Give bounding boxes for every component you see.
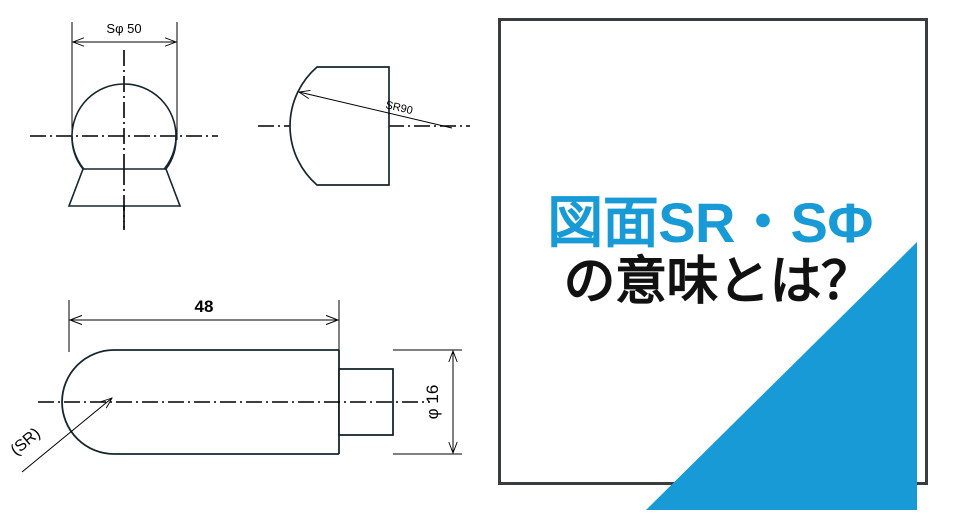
sphere-arc-lower-left [71,135,84,170]
title-text-block: 図面SR・SΦ の意味とは？ [498,18,928,485]
title-card: 図面SR・SΦ の意味とは？ [490,0,963,518]
view-pin-side: 48 (SR) φ 16 [8,297,462,473]
sphere-arc-lower-right [165,135,177,170]
heading-line-2: の意味とは？ [563,252,873,311]
heading-line-1: 図面SR・SΦ [547,191,873,255]
technical-drawing-panel: Sφ 50 [8,21,470,473]
view-spherical-radius: SR90 [258,66,470,186]
accent-triangle-shape [646,242,917,510]
dimension-label-pin-diameter: φ 16 [423,385,442,420]
shank-fill [69,169,180,206]
leader-line-sr90 [299,92,453,129]
dimension-label-sr: (SR) [8,425,44,459]
accent-triangle-decoration [646,242,917,510]
spherical-face-body-outline [289,66,390,186]
leader-line-sr [21,398,112,473]
dimension-label-sphere-diameter: Sφ 50 [106,21,141,36]
dimension-label-pin-length: 48 [195,297,214,316]
view-sphere-front: Sφ 50 [30,21,218,230]
technical-drawing-svg: Sφ 50 [8,21,470,473]
